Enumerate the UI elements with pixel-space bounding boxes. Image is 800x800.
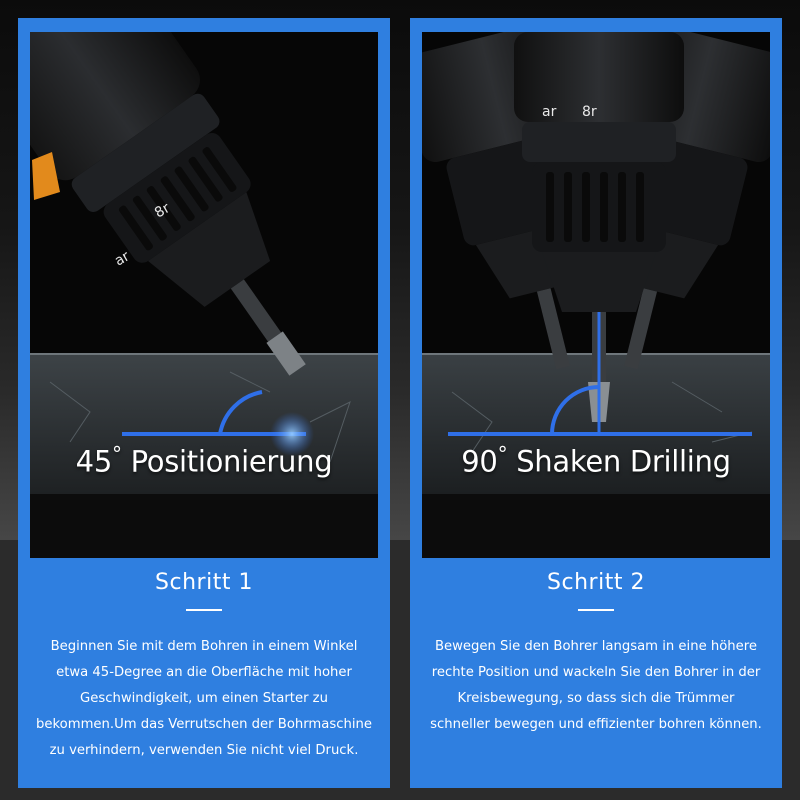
title-divider xyxy=(578,609,614,611)
headline-label: Shaken Drilling xyxy=(516,444,731,479)
drill-center xyxy=(514,32,684,422)
stone-slab xyxy=(30,354,378,494)
angle-value: 90 xyxy=(461,444,498,479)
title-divider xyxy=(186,609,222,611)
brand-logo-patch xyxy=(32,152,60,200)
drill-45-illustration: 8r ar xyxy=(30,32,378,558)
drill-marking-1: 8r xyxy=(582,104,597,120)
angle-arc xyxy=(218,390,263,435)
angle-value: 45 xyxy=(75,444,113,479)
step-card-1: 8r ar 45° Positionierung Schritt 1 Begin… xyxy=(18,18,390,788)
step-title: Schritt 1 xyxy=(155,570,253,595)
drill-photo-90-degree: 8r ar 90° Shaken Drilling xyxy=(422,32,770,558)
step-description: Beginnen Sie mit dem Bohren in einem Win… xyxy=(36,639,372,758)
angle-arc xyxy=(550,385,600,435)
degree-symbol: ° xyxy=(111,442,122,466)
step-card-2: 8r ar 90° Shaken Drilling Schritt 2 Bewe… xyxy=(410,18,782,788)
headline-90: 90° Shaken Drilling xyxy=(422,442,770,479)
headline-45: 45° Positionierung xyxy=(30,442,378,479)
step-title: Schritt 2 xyxy=(547,570,645,595)
drill-marking-2: ar xyxy=(542,104,557,120)
step-description: Bewegen Sie den Bohrer langsam in eine h… xyxy=(430,639,762,732)
headline-label: Positionierung xyxy=(130,444,333,479)
drill-marking-1: 8r xyxy=(152,200,173,221)
degree-symbol: ° xyxy=(497,442,508,466)
drill-photo-45-degree: 8r ar 45° Positionierung xyxy=(30,32,378,558)
drill-90-illustration: 8r ar xyxy=(422,32,770,558)
